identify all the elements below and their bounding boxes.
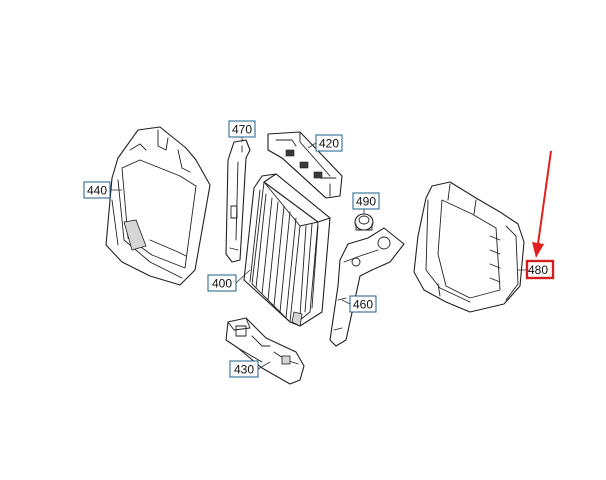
part-480-frame[interactable] (413, 181, 525, 313)
label-text-490: 490 (356, 195, 376, 209)
label-480-highlighted: 480 (525, 259, 555, 280)
label-470: 470 (228, 120, 256, 138)
label-430: 430 (229, 360, 259, 378)
part-460-mounting-plate[interactable] (329, 227, 405, 347)
label-490: 490 (352, 192, 380, 210)
part-470-bracket[interactable] (225, 139, 251, 263)
part-400-heat-exchanger[interactable] (243, 173, 331, 327)
core-fins (249, 189, 297, 319)
part-430-clip[interactable] (225, 317, 305, 385)
frame-ribs (489, 235, 501, 283)
part-420-module[interactable] (267, 131, 343, 199)
label-text-400: 400 (212, 277, 232, 291)
part-490-nut[interactable] (354, 213, 374, 231)
label-460: 460 (349, 295, 377, 313)
label-420: 420 (315, 134, 343, 152)
label-text-430: 430 (234, 363, 254, 377)
label-text-460: 460 (353, 298, 373, 312)
label-440: 440 (83, 181, 111, 199)
red-arrow-icon (532, 150, 552, 258)
label-text-440: 440 (87, 184, 107, 198)
label-text-420: 420 (319, 137, 339, 151)
label-text-480: 480 (528, 263, 548, 277)
part-440-housing[interactable] (105, 126, 211, 286)
label-text-470: 470 (232, 123, 252, 137)
label-400: 400 (207, 274, 237, 292)
leader-lines (110, 137, 527, 370)
